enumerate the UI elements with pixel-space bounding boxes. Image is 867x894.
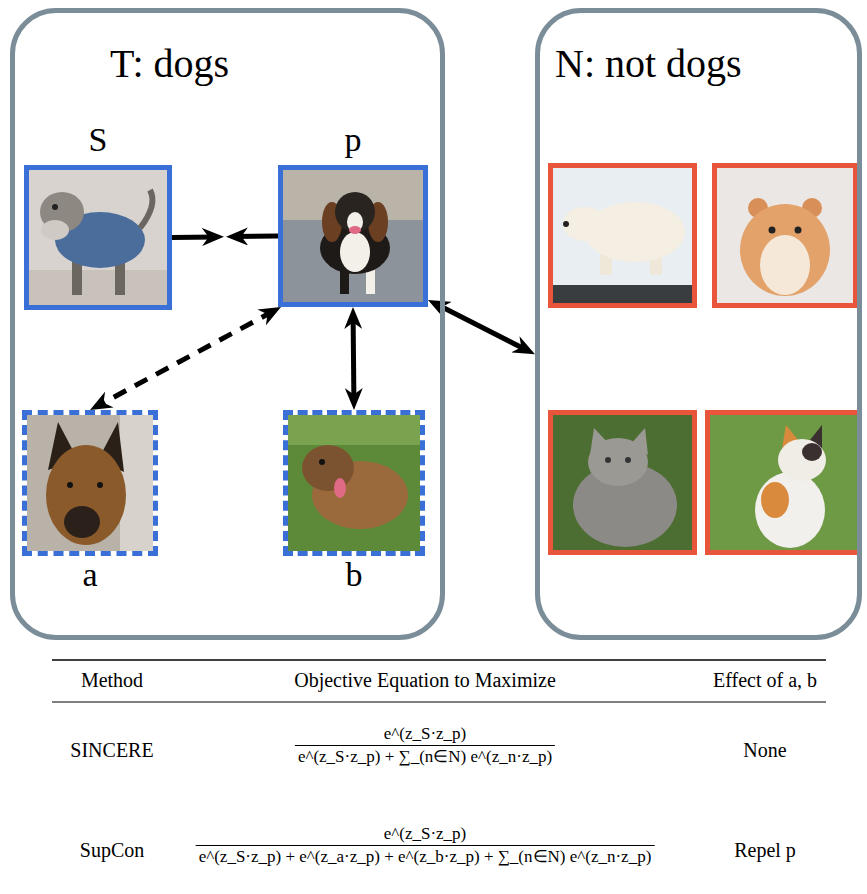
table-cell: Objective Equation to Maximize (294, 668, 556, 692)
connector-line (435, 304, 528, 351)
dog-photo (283, 170, 423, 302)
image-box: b (283, 410, 425, 556)
panel-title: N: not dogs (555, 40, 742, 88)
dog-photo (27, 415, 153, 551)
table-text: None (743, 738, 786, 762)
connector-line (97, 311, 274, 406)
panel-title: T: dogs (110, 40, 229, 88)
table-text: Objective Equation to Maximize (294, 668, 556, 692)
bear-photo (553, 168, 692, 303)
fraction: e^(z_S·z_p)e^(z_S·z_p) + e^(z_a·z_p) + e… (196, 823, 655, 868)
table-text: SINCERE (70, 738, 153, 762)
image-label: p (345, 120, 362, 160)
table-rule (52, 659, 826, 660)
connector-line (172, 234, 216, 240)
image-label: b (346, 555, 363, 595)
dog-photo (29, 170, 167, 305)
connector (97, 311, 274, 406)
table-text: Repel p (734, 838, 796, 862)
table-cell: Repel p (734, 838, 796, 862)
dog-photo (288, 415, 420, 551)
equation-denominator: e^(z_S·z_p) + e^(z_a·z_p) + e^(z_b·z_p) … (196, 845, 655, 868)
group-panel: N: not dogs (535, 8, 862, 640)
equation-numerator: e^(z_S·z_p) (295, 723, 555, 745)
table-cell: None (743, 738, 786, 762)
image-label: S (89, 120, 108, 160)
group-panel: T: dogsSpab (10, 8, 445, 640)
connector-line (351, 315, 357, 402)
table-cell: SINCERE (70, 738, 153, 762)
fraction: e^(z_S·z_p)e^(z_S·z_p) + ∑_(n∈N) e^(z_n·… (295, 723, 555, 768)
connector-line (234, 234, 278, 240)
cat-photo (710, 415, 857, 550)
table-cell: SupCon (80, 838, 144, 862)
equation-denominator: e^(z_S·z_p) + ∑_(n∈N) e^(z_n·z_p) (295, 745, 555, 768)
table-text: Effect of a, b (713, 668, 817, 692)
cat-photo (553, 415, 692, 550)
table-cell: Method (81, 668, 143, 692)
table-cell: Effect of a, b (713, 668, 817, 692)
image-box: S (24, 165, 172, 310)
table-rule (52, 702, 826, 703)
table-text: SupCon (80, 838, 144, 862)
connector (435, 304, 528, 351)
equation-numerator: e^(z_S·z_p) (196, 823, 655, 845)
table-text: Method (81, 668, 143, 692)
image-box: p (278, 165, 428, 307)
hamster-photo (717, 168, 853, 303)
connector (353, 315, 355, 402)
connector (172, 236, 278, 238)
image-label: a (82, 555, 97, 595)
image-frame (551, 166, 860, 553)
image-box: a (22, 410, 158, 556)
